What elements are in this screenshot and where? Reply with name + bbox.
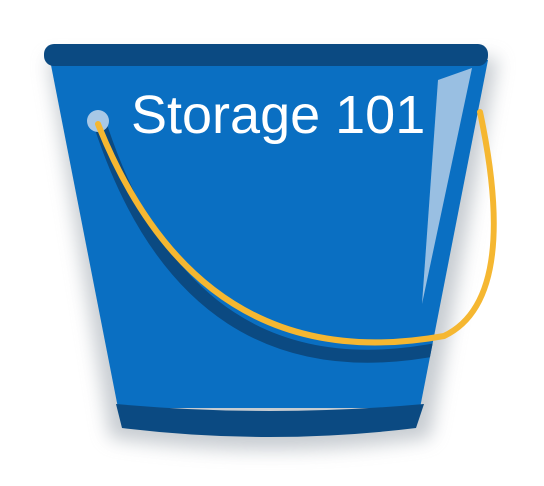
bucket-bottom-band: [116, 404, 424, 437]
bucket-highlight: [422, 68, 472, 304]
bucket-handle: [95, 109, 497, 346]
bucket-rim: [44, 44, 488, 66]
bucket-label: Storage 101: [131, 85, 425, 145]
handle-shadow: [93, 117, 451, 363]
bucket-body: [50, 60, 488, 408]
